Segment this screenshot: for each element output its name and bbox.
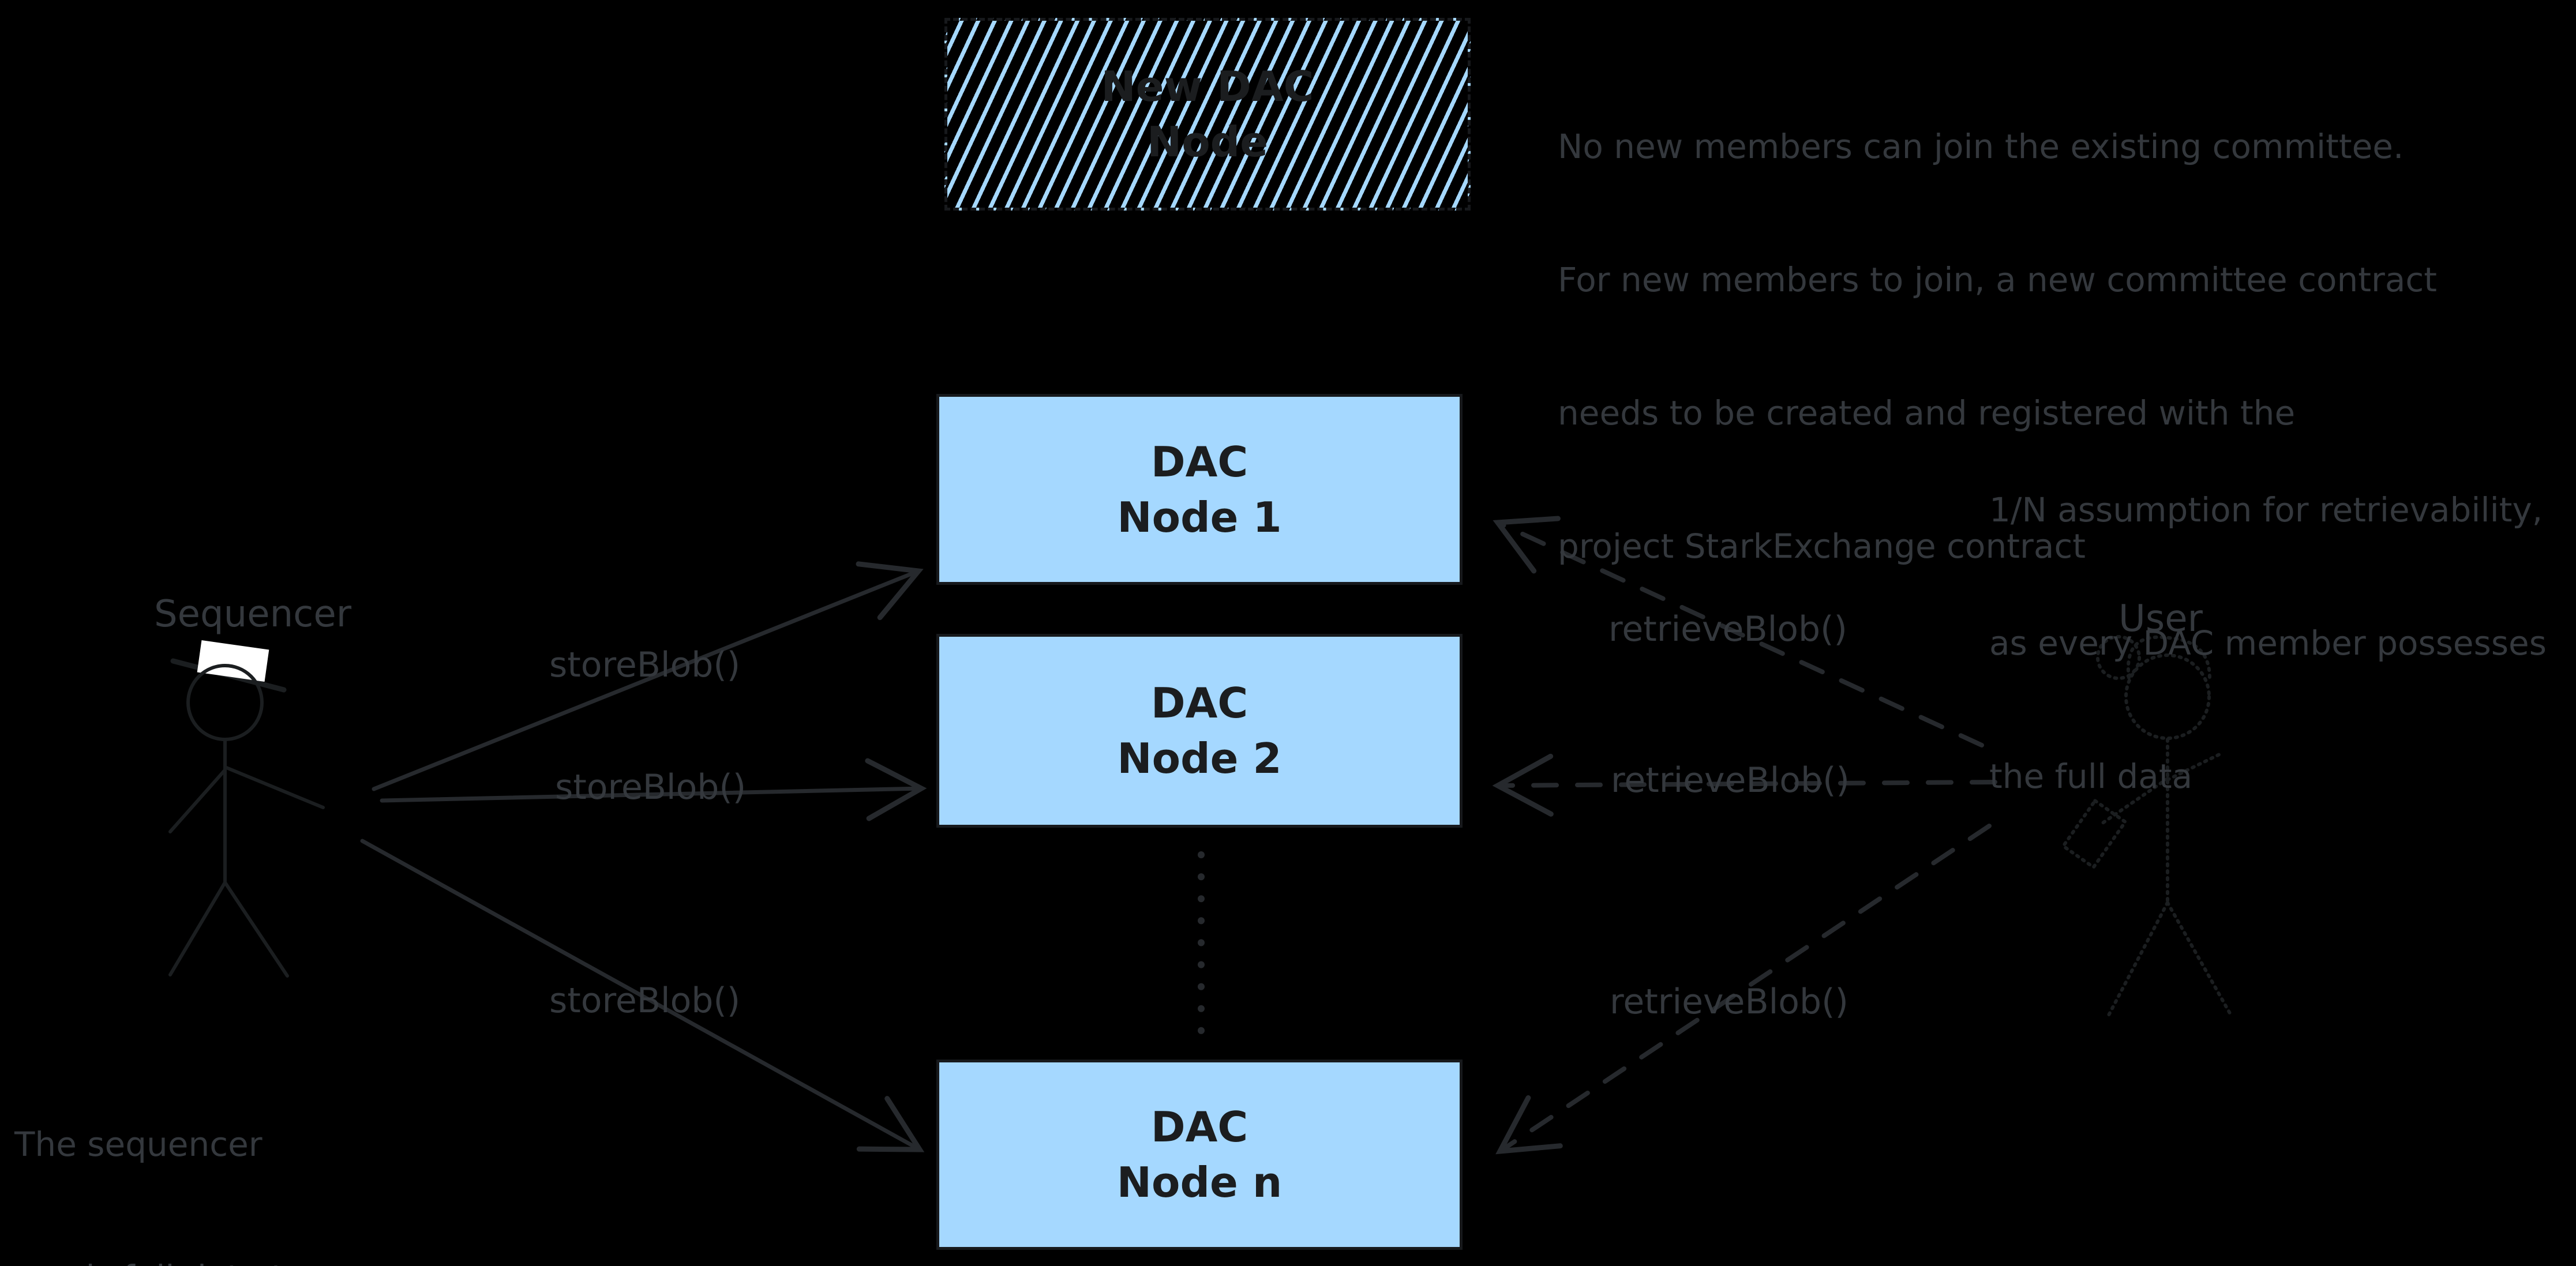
retrieve-blob-arrow-noden: [1495, 824, 1992, 1155]
dac-node-1-line2: Node 1: [1117, 493, 1282, 542]
retrievability-annotation-line3: the full data: [1989, 757, 2193, 796]
committee-annotation-line1: No new members can join the existing com…: [1558, 127, 2404, 166]
user-phone: [2061, 798, 2128, 870]
dac-node-2-box: DAC Node 2: [936, 634, 1463, 828]
sequencer-annotation-line2: sends full data to: [14, 1256, 399, 1266]
retrieve-blob-label-1: retrieveBlob(): [1608, 609, 1847, 649]
store-blob-label-3: storeBlob(): [549, 981, 741, 1021]
dac-node-2-line2: Node 2: [1117, 734, 1282, 783]
user-label: User: [2118, 598, 2203, 640]
sequencer-hat-top: [197, 640, 269, 682]
store-blob-label-1: storeBlob(): [549, 645, 741, 685]
user-leg-left: [2107, 901, 2169, 1017]
committee-annotation-line4: project StarkExchange contract: [1558, 527, 2086, 566]
sequencer-leg-left: [168, 881, 227, 976]
sequencer-figure-icon: [168, 640, 325, 978]
committee-annotation-line2: For new members to join, a new committee…: [1558, 260, 2438, 299]
user-arm-left: [2098, 777, 2169, 827]
user-figure-icon: [2061, 635, 2233, 1018]
retrieve-blob-arrows: [1492, 516, 1997, 1155]
user-arm-right: [2166, 751, 2225, 782]
sequencer-annotation-line1: The sequencer: [14, 1125, 263, 1164]
dac-node-1-line1: DAC: [1150, 437, 1248, 486]
retrieve-blob-arrow-node2: [1492, 753, 1997, 817]
dac-node-n-box: DAC Node n: [936, 1060, 1463, 1250]
store-blob-arrows: [360, 561, 927, 1152]
new-dac-node-line1: New DAC: [1101, 62, 1314, 111]
sequencer-label: Sequencer: [154, 593, 351, 636]
new-dac-node-box: New DAC Node: [944, 18, 1471, 211]
retrievability-annotation: 1/N assumption for retrievability, as ev…: [1989, 399, 2547, 888]
sequencer-arm-right: [223, 765, 325, 809]
store-blob-arrow-node1: [372, 561, 924, 791]
retrievability-annotation-line1: 1/N assumption for retrievability,: [1989, 490, 2543, 529]
retrieve-blob-label-3: retrieveBlob(): [1610, 982, 1848, 1022]
new-dac-node-line2: Node: [1146, 118, 1269, 166]
user-leg-right: [2166, 901, 2233, 1018]
sequencer-annotation: The sequencer sends full data to all mem…: [14, 1034, 399, 1266]
retrieve-blob-arrow-node1: [1493, 516, 1984, 747]
dac-node-2-line1: DAC: [1150, 679, 1248, 727]
committee-annotation-line3: needs to be created and registered with …: [1558, 393, 2296, 433]
store-blob-arrow-noden: [360, 839, 925, 1152]
sequencer-arm-left: [168, 768, 227, 833]
user-hair-bun: [2096, 635, 2141, 680]
retrievability-annotation-line2: as every DAC member possesses: [1989, 623, 2547, 663]
user-hair: [2126, 635, 2211, 679]
committee-annotation: No new members can join the existing com…: [1558, 36, 2437, 658]
dac-node-1-box: DAC Node 1: [936, 394, 1463, 585]
dac-node-n-line1: DAC: [1150, 1103, 1248, 1151]
store-blob-arrow-node2: [380, 758, 927, 821]
store-blob-label-2: storeBlob(): [555, 767, 747, 807]
retrieve-blob-label-2: retrieveBlob(): [1611, 760, 1850, 801]
dac-node-n-line2: Node n: [1116, 1158, 1283, 1207]
sequencer-leg-right: [223, 881, 289, 978]
